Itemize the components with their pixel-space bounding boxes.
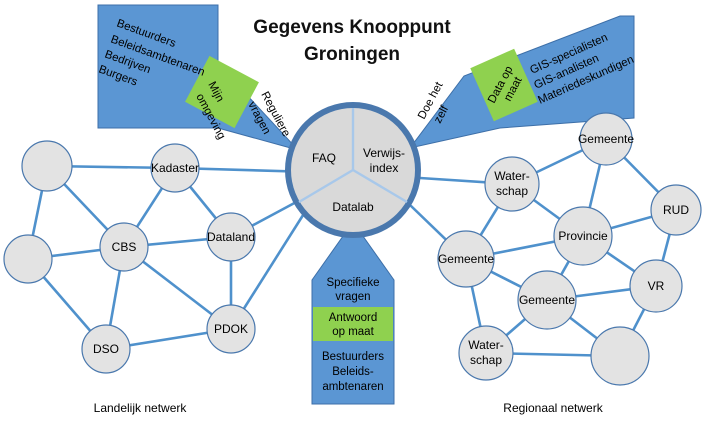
- diagram-title-line-1: Gegevens Knooppunt: [253, 17, 451, 38]
- node-waterschap-bottom-label-2: schap: [470, 353, 502, 367]
- node-dso: [81, 324, 131, 374]
- landelijk-labels: Kadaster CBS Dataland PDOK DSO: [93, 161, 255, 356]
- callout-bottom-arrow-1: Specifieke: [326, 277, 379, 289]
- landelijk-edges: [26, 164, 313, 351]
- callout-bottom-green: [313, 307, 393, 341]
- node-unlabeled: [590, 326, 650, 386]
- callout-left: Bestuurders Beleidsambtenaren Bedrijven …: [97, 4, 300, 151]
- node-vr-label: VR: [648, 279, 665, 293]
- node-kadaster: [150, 143, 200, 193]
- callout-bottom-audience-2: Beleids-: [332, 366, 374, 378]
- node-gemeente-top-label: Gemeente: [578, 132, 634, 146]
- node-dso-label: DSO: [93, 342, 119, 356]
- hub-verwijs-label-1: Verwijs-: [363, 146, 405, 160]
- node-cbs: [99, 222, 149, 272]
- node-vr: [629, 259, 683, 313]
- regionaal-labels: Gemeente Water- schap RUD Provincie Geme…: [438, 132, 689, 367]
- node-waterschap-bottom: [458, 325, 514, 381]
- hub-divider: [352, 168, 408, 204]
- node-provincie-label: Provincie: [558, 229, 608, 243]
- node-waterschap-top: [484, 156, 540, 212]
- callout-bottom-audience-3: ambtenaren: [322, 381, 383, 393]
- landelijk-caption: Landelijk netwerk: [94, 401, 188, 415]
- callout-bottom-green-2: op maat: [332, 326, 374, 338]
- node-unlabeled: [3, 234, 53, 284]
- diagram-title-line-2: Groningen: [304, 44, 400, 65]
- hub-divider: [298, 168, 354, 204]
- node-waterschap-top-label-1: Water-: [494, 169, 530, 183]
- node-provincie: [553, 206, 613, 266]
- node-dataland-label: Dataland: [207, 230, 255, 244]
- node-pdok: [206, 304, 256, 354]
- callout-bottom: Specifieke vragen Antwoord op maat Bestu…: [311, 221, 395, 405]
- node-cbs-label: CBS: [112, 240, 137, 254]
- node-waterschap-bottom-label-1: Water-: [468, 338, 504, 352]
- hub-verwijs-label-2: index: [370, 161, 399, 175]
- hub: FAQ Verwijs- index Datalab: [285, 102, 421, 238]
- node-gemeente-left: [437, 230, 495, 288]
- node-rud-label: RUD: [663, 203, 689, 217]
- callout-bottom-audience-1: Bestuurders: [322, 351, 384, 363]
- node-rud: [650, 184, 702, 236]
- regionaal-caption: Regionaal netwerk: [503, 401, 603, 415]
- node-waterschap-top-label-2: schap: [496, 184, 528, 198]
- callout-right-green: [470, 48, 538, 122]
- hub-datalab-label: Datalab: [332, 200, 374, 214]
- node-gemeente-top: [579, 112, 633, 166]
- node-pdok-label: PDOK: [214, 322, 248, 336]
- landelijk-nodes: [3, 140, 256, 374]
- callout-left-green: [185, 55, 259, 129]
- node-dataland: [206, 212, 256, 262]
- callout-bottom-green-1: Antwoord: [329, 312, 378, 324]
- callout-bottom-arrow-2: vragen: [335, 291, 370, 303]
- node-gemeente-mid-label: Gemeente: [519, 293, 575, 307]
- node-kadaster-label: Kadaster: [151, 161, 199, 175]
- node-gemeente-mid: [517, 270, 577, 330]
- hub-faq-label: FAQ: [312, 151, 336, 165]
- regionaal-nodes: [437, 112, 702, 386]
- node-unlabeled: [21, 140, 73, 192]
- callout-right: Doe het zelf Data op maat GIS-specialist…: [408, 15, 636, 149]
- node-gemeente-left-label: Gemeente: [438, 252, 494, 266]
